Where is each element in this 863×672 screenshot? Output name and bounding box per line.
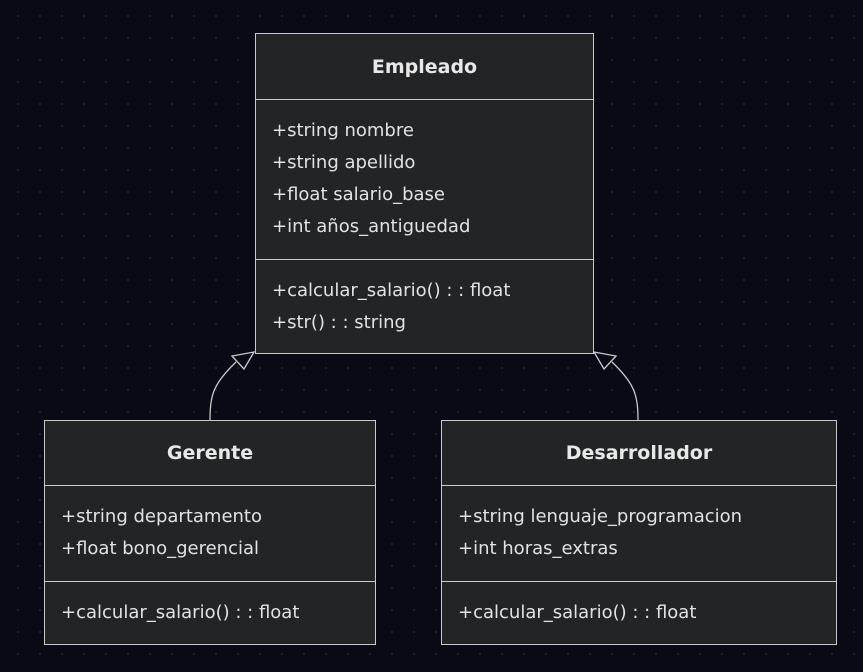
method: +calcular_salario() : : float <box>61 602 300 623</box>
edge-gerente-to-empleado <box>209 361 237 422</box>
attribute: +string departamento <box>61 506 263 527</box>
methods-section: +calcular_salario() : : float <box>45 582 375 632</box>
attribute: +string nombre <box>272 120 414 141</box>
class-gerente: Gerente +string departamento +float bono… <box>44 420 376 645</box>
attribute: +int años_antiguedad <box>272 216 471 237</box>
inheritance-arrowhead-left <box>230 351 256 371</box>
class-empleado: Empleado +string nombre +string apellido… <box>255 33 594 354</box>
inheritance-arrowhead-right <box>592 351 618 371</box>
attributes-section: +string lenguaje_programacion +int horas… <box>442 486 836 582</box>
edge-desarrollador-to-empleado <box>611 361 639 422</box>
methods-section: +calcular_salario() : : float <box>442 582 836 632</box>
class-title: Desarrollador <box>442 421 836 486</box>
class-title: Empleado <box>256 34 593 100</box>
attributes-section: +string nombre +string apellido +float s… <box>256 100 593 260</box>
attribute: +float salario_base <box>272 184 446 205</box>
attribute: +int horas_extras <box>458 538 618 559</box>
methods-section: +calcular_salario() : : float +str() : :… <box>256 260 593 342</box>
class-title: Gerente <box>45 421 375 486</box>
attributes-section: +string departamento +float bono_gerenci… <box>45 486 375 582</box>
attribute: +string apellido <box>272 152 416 173</box>
method: +calcular_salario() : : float <box>272 280 511 301</box>
attribute: +string lenguaje_programacion <box>458 506 743 527</box>
method: +calcular_salario() : : float <box>458 602 697 623</box>
attribute: +float bono_gerencial <box>61 538 260 559</box>
method: +str() : : string <box>272 312 406 333</box>
class-desarrollador: Desarrollador +string lenguaje_programac… <box>441 420 837 645</box>
